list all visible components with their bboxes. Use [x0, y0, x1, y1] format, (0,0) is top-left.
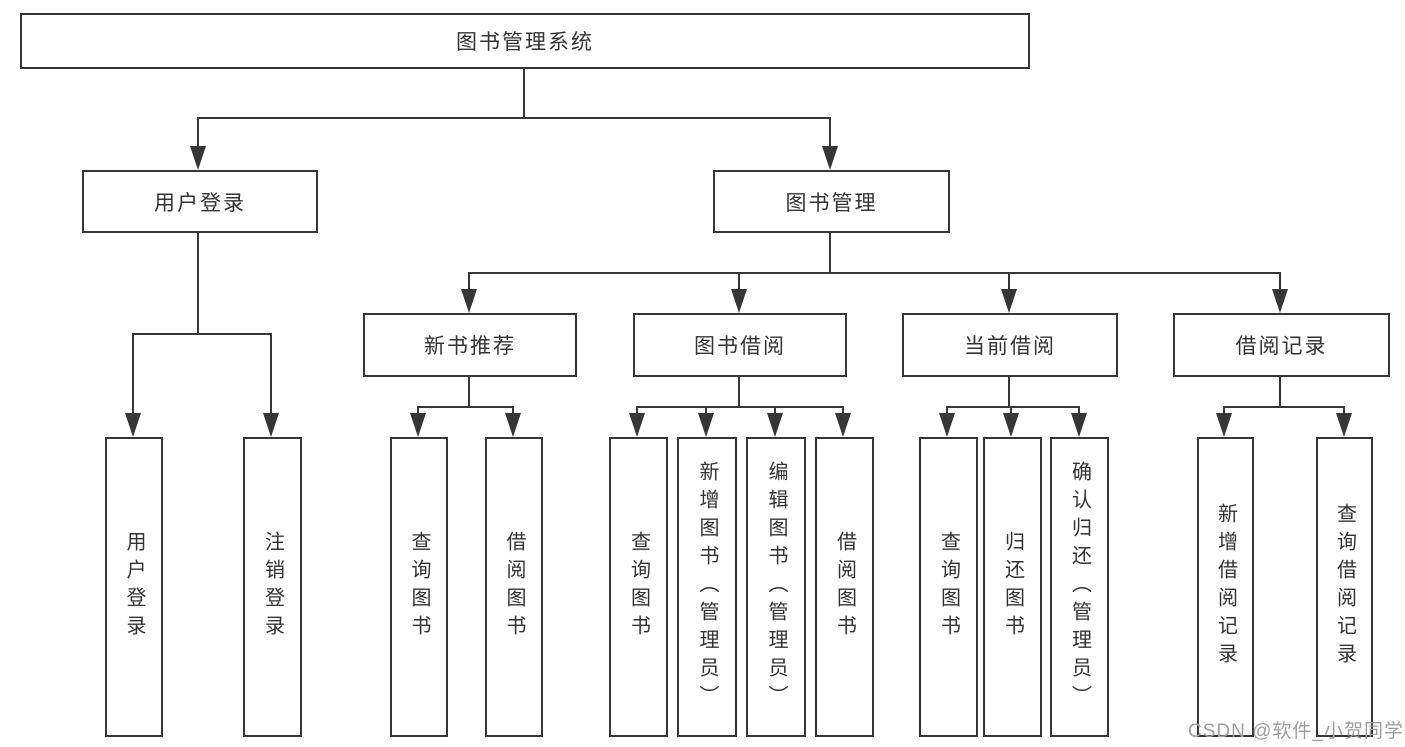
node-label: 借阅图书 — [503, 531, 525, 643]
leaf-logout: 注销登录 — [243, 437, 302, 737]
connector-line — [197, 117, 831, 119]
connector-line — [738, 377, 740, 408]
arrow-down-icon — [1216, 413, 1232, 437]
connector-line — [468, 272, 470, 290]
connector-line — [468, 377, 470, 408]
leaf-user-login: 用户登录 — [105, 437, 163, 737]
connector-line — [468, 272, 1281, 274]
node-new-book-recommendation: 新书推荐 — [363, 313, 577, 377]
node-label: 注销登录 — [261, 531, 284, 643]
node-current-borrowing: 当前借阅 — [902, 313, 1118, 377]
connector-line — [1010, 406, 1012, 415]
connector-line — [946, 406, 1080, 408]
node-user-login: 用户登录 — [82, 170, 318, 233]
leaf-edit-book-admin: 编辑图书（管理员） — [746, 437, 806, 737]
connector-line — [417, 406, 514, 408]
connector-line — [1078, 406, 1080, 415]
leaf-borrow-books-recommend: 借阅图书 — [485, 437, 543, 737]
connector-line — [1279, 272, 1281, 290]
leaf-return-books: 归还图书 — [983, 437, 1042, 737]
arrow-down-icon — [1272, 289, 1288, 313]
connector-line — [842, 406, 844, 415]
leaf-confirm-return-admin: 确认归还（管理员） — [1050, 437, 1109, 737]
arrow-down-icon — [822, 146, 838, 170]
connector-line — [132, 333, 134, 414]
arrow-down-icon — [461, 289, 477, 313]
leaf-borrow-books-borrowing: 借阅图书 — [815, 437, 874, 737]
arrow-down-icon — [190, 146, 206, 170]
connector-line — [197, 117, 199, 147]
node-label: 查询借阅记录 — [1333, 503, 1356, 671]
connector-line — [1279, 377, 1281, 408]
node-label: 借阅图书 — [833, 531, 856, 643]
node-label: 编辑图书（管理员） — [765, 461, 787, 713]
node-label: 借阅记录 — [1235, 335, 1328, 358]
node-label: 确认归还（管理员） — [1068, 461, 1091, 713]
node-label: 查询图书 — [408, 531, 430, 643]
connector-line — [270, 333, 272, 414]
connector-line — [197, 233, 199, 335]
connector-line — [512, 406, 514, 415]
connector-line — [705, 406, 707, 415]
arrow-down-icon — [1001, 289, 1017, 313]
connector-line — [636, 406, 638, 415]
connector-line — [1008, 377, 1010, 408]
connector-line — [946, 406, 948, 415]
connector-line — [829, 233, 831, 274]
node-label: 查询图书 — [627, 531, 650, 643]
arrow-down-icon — [767, 413, 783, 437]
leaf-query-borrow-record: 查询借阅记录 — [1316, 437, 1373, 737]
node-label: 图书管理 — [785, 191, 878, 215]
csdn-watermark: CSDN @软件_小贺同学 — [1188, 721, 1404, 742]
arrow-down-icon — [263, 413, 279, 437]
connector-line — [1008, 272, 1010, 290]
node-label: 当前借阅 — [964, 335, 1056, 358]
connector-line — [636, 406, 844, 408]
arrow-down-icon — [939, 413, 955, 437]
node-label: 新书推荐 — [424, 335, 516, 358]
arrow-down-icon — [1336, 413, 1352, 437]
arrow-down-icon — [1071, 413, 1087, 437]
leaf-add-borrow-record: 新增借阅记录 — [1197, 437, 1254, 737]
node-label: 图书管理系统 — [456, 31, 594, 54]
connector-line — [1223, 406, 1225, 415]
connector-line — [1223, 406, 1345, 408]
node-label: 用户登录 — [154, 191, 246, 215]
leaf-query-books-recommend: 查询图书 — [390, 437, 448, 737]
node-label: 图书借阅 — [694, 335, 786, 358]
node-label: 新增图书（管理员） — [696, 461, 718, 713]
node-label: 归还图书 — [1001, 531, 1024, 643]
node-label: 新增借阅记录 — [1214, 503, 1237, 671]
node-label: 查询图书 — [937, 531, 960, 643]
node-label: 用户登录 — [123, 531, 145, 643]
leaf-query-books-borrowing: 查询图书 — [609, 437, 668, 737]
leaf-add-book-admin: 新增图书（管理员） — [677, 437, 737, 737]
node-book-management: 图书管理 — [713, 170, 950, 233]
node-book-borrowing: 图书借阅 — [633, 313, 847, 377]
leaf-query-books-current: 查询图书 — [919, 437, 978, 737]
arrow-down-icon — [125, 413, 141, 437]
arrow-down-icon — [505, 413, 521, 437]
arrow-down-icon — [410, 413, 426, 437]
arrow-down-icon — [1003, 413, 1019, 437]
node-library-management-system: 图书管理系统 — [20, 13, 1030, 69]
connector-line — [774, 406, 776, 415]
arrow-down-icon — [731, 289, 747, 313]
connector-line — [829, 117, 831, 147]
arrow-down-icon — [629, 413, 645, 437]
arrow-down-icon — [835, 413, 851, 437]
connector-line — [523, 69, 525, 118]
connector-line — [132, 333, 272, 335]
connector-line — [417, 406, 419, 415]
connector-line — [1343, 406, 1345, 415]
arrow-down-icon — [698, 413, 714, 437]
connector-line — [738, 272, 740, 290]
node-borrowing-records: 借阅记录 — [1173, 313, 1390, 377]
